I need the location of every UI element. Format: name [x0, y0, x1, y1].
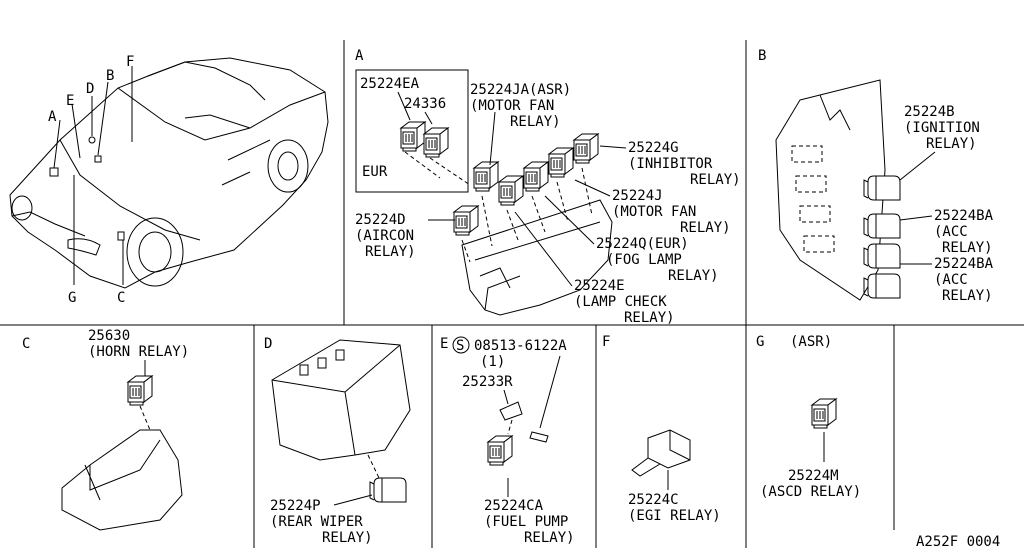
relay-25224q-icon	[523, 161, 549, 192]
part-25224ea: 25224EA	[360, 76, 420, 92]
panel-b: B 25224B (IGNITION RELAY) 25224BA (ACC R…	[758, 48, 994, 304]
desc-25224ba-2-2: RELAY)	[942, 288, 993, 304]
desc-25224q-2: RELAY)	[668, 268, 719, 284]
standard-part-symbol	[452, 336, 470, 354]
bracket-illustration	[61, 429, 183, 531]
desc-25224p-1: (REAR WIPER	[270, 514, 363, 530]
panel-e: E S 08513-6122A (1) 25233R 25224CA (FUEL…	[440, 336, 575, 546]
panel-f-letter: F	[602, 334, 610, 350]
panel-g-letter: G	[756, 334, 764, 350]
desc-25224ba-1-2: RELAY)	[942, 240, 993, 256]
relay-25224ba-middle-icon	[863, 243, 901, 269]
desc-25224m: (ASCD RELAY)	[760, 484, 861, 500]
relay-25224m-icon	[811, 398, 837, 429]
part-24336: 24336	[404, 96, 446, 112]
desc-25224d-2: RELAY)	[365, 244, 416, 260]
desc-25630: (HORN RELAY)	[88, 344, 189, 360]
relay-25630-icon	[127, 375, 153, 406]
relay-25224j-icon	[548, 147, 574, 178]
panel-e-letter: E	[440, 336, 448, 352]
relay-25224b-icon	[863, 175, 901, 201]
car-location-label-c: C	[117, 290, 125, 306]
panel-d-letter: D	[264, 336, 272, 352]
desc-25224p-2: RELAY)	[322, 530, 373, 546]
part-25224ba-1: 25224BA	[934, 208, 994, 224]
car-location-leaders	[53, 66, 133, 285]
part-25224j: 25224J	[612, 188, 663, 204]
panel-b-letter: B	[758, 48, 766, 64]
desc-25224b-2: RELAY)	[926, 136, 977, 152]
part-25224m: 25224M	[788, 468, 839, 484]
part-08513-6122a: 08513-6122A	[474, 338, 567, 354]
panel-a: A 25224EA 24336 EUR 25224JA(ASR) (MOTOR …	[355, 48, 741, 326]
relay-25224ba-lower-icon	[863, 273, 901, 299]
wiper-motor-illustration	[271, 339, 411, 461]
desc-25224q-1: (FOG LAMP	[606, 252, 682, 268]
part-25224c: 25224C	[628, 492, 679, 508]
standard-part-symbol-text: S	[456, 338, 464, 354]
relay-25224d-icon	[453, 205, 479, 236]
desc-25224ca-2: RELAY)	[524, 530, 575, 546]
desc-25224ba-2-1: (ACC	[934, 272, 968, 288]
desc-25224g-2: RELAY)	[690, 172, 741, 188]
part-25224ba-2: 25224BA	[934, 256, 994, 272]
desc-25224e-1: (LAMP CHECK	[574, 294, 667, 310]
fuse-box-illustration	[775, 79, 886, 301]
car-location-label-e: E	[66, 93, 74, 109]
part-25224b: 25224B	[904, 104, 955, 120]
desc-25224e-2: RELAY)	[624, 310, 675, 326]
bracket-25233r-icon	[499, 401, 523, 421]
part-25224q: 25224Q(EUR)	[596, 236, 689, 252]
eur-label: EUR	[362, 164, 388, 180]
desc-25224j-1: (MOTOR FAN	[612, 204, 696, 220]
desc-25224ba-1-1: (ACC	[934, 224, 968, 240]
desc-25224b-1: (IGNITION	[904, 120, 980, 136]
relay-25224ba-upper-icon	[863, 213, 901, 239]
relay-25224ca-icon	[487, 435, 513, 466]
car-location-label-d: D	[86, 81, 94, 97]
part-25224e: 25224E	[574, 278, 625, 294]
part-25224ja: 25224JA(ASR)	[470, 82, 571, 98]
car-location-label-g: G	[68, 290, 76, 306]
panel-c-letter: C	[22, 336, 30, 352]
panel-f: F 25224C (EGI RELAY)	[602, 334, 721, 524]
relay-25224c-icon	[631, 429, 691, 477]
car-location-label-a: A	[48, 109, 57, 125]
desc-25224c: (EGI RELAY)	[628, 508, 721, 524]
relay-24336-icon	[423, 127, 449, 158]
part-25224g: 25224G	[628, 140, 679, 156]
part-25224p: 25224P	[270, 498, 321, 514]
part-25224d: 25224D	[355, 212, 406, 228]
panel-grid	[0, 40, 1024, 548]
bolt-icon	[529, 431, 549, 443]
relay-25224p-icon	[369, 477, 407, 503]
part-25233r: 25233R	[462, 374, 513, 390]
panel-c: C 25630 (HORN RELAY)	[22, 328, 189, 531]
diagram-code: A252F 0004	[916, 534, 1000, 550]
car-location-label-f: F	[126, 54, 134, 70]
panel-a-letter: A	[355, 48, 364, 64]
relay-25224e-icon	[498, 175, 524, 206]
desc-25224j-2: RELAY)	[680, 220, 731, 236]
eur-variant-box	[355, 69, 469, 193]
part-25630: 25630	[88, 328, 130, 344]
car-overview-panel: A E D B F G C	[9, 54, 329, 306]
relay-25224ja-icon	[473, 161, 499, 192]
panel-d: D 25224P (REAR WIPER RELAY)	[264, 336, 411, 546]
asr-variant-label: (ASR)	[790, 334, 832, 350]
panel-g: G (ASR) 25224M (ASCD RELAY)	[756, 334, 861, 500]
relay-25224g-icon	[573, 133, 599, 164]
desc-25224d-1: (AIRCON	[355, 228, 414, 244]
desc-25224ja-1: (MOTOR FAN	[470, 98, 554, 114]
desc-25224ca-1: (FUEL PUMP	[484, 514, 568, 530]
desc-25224ja-2: RELAY)	[510, 114, 561, 130]
part-25224ca: 25224CA	[484, 498, 544, 514]
car-location-label-b: B	[106, 68, 114, 84]
relay-25224ea-icon	[400, 121, 426, 152]
car-illustration	[9, 57, 329, 289]
desc-25224g-1: (INHIBITOR	[628, 156, 713, 172]
bolt-quantity: (1)	[480, 354, 505, 370]
